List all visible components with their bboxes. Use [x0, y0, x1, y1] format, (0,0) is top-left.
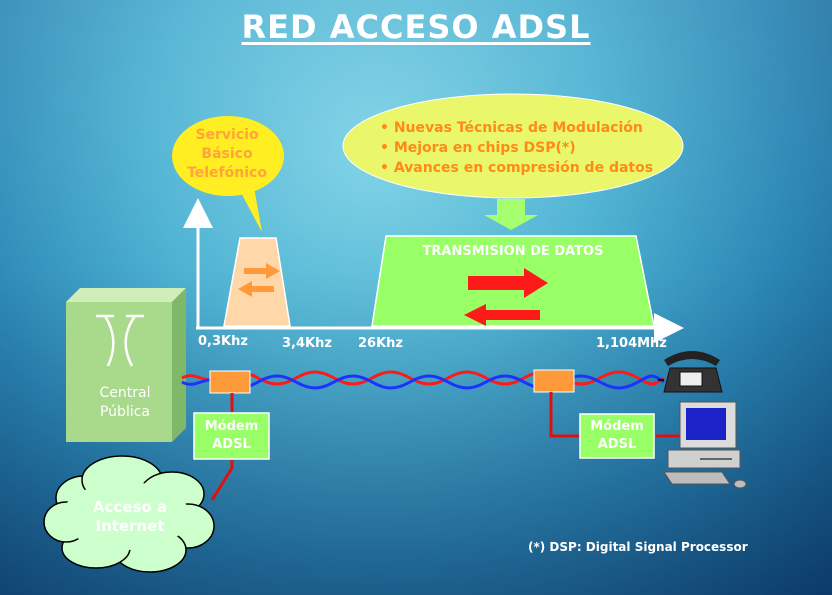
down-arrow-icon	[484, 199, 538, 230]
central-line-2: Pública	[99, 404, 150, 420]
modem-right-label: Módem ADSL	[580, 418, 654, 454]
improvement-item: • Mejora en chips DSP(*)	[380, 140, 576, 156]
twisted-pair-line	[181, 370, 665, 390]
data-band	[371, 235, 655, 327]
internet-cloud	[43, 455, 215, 573]
cloud-line-1: Acceso a	[92, 498, 168, 516]
data-band-label: TRANSMISION DE DATOS	[422, 244, 604, 259]
footnote: (*) DSP: Digital Signal Processor	[528, 540, 748, 554]
voice-service-label: Servicio Básico Telefónico	[178, 126, 276, 183]
computer-icon	[663, 401, 747, 489]
tick-0-3khz: 0,3Khz	[198, 334, 248, 349]
telephone-icon	[658, 351, 723, 393]
voice-line-3: Telefónico	[187, 165, 267, 181]
central-office-label: Central Pública	[70, 384, 180, 422]
voice-line-2: Básico	[201, 146, 253, 162]
tick-3-4khz: 3,4Khz	[282, 336, 332, 351]
modem-left-label: Módem ADSL	[194, 418, 269, 454]
cloud-line-2: Internet	[95, 517, 165, 535]
central-office	[66, 288, 186, 442]
splitter-right	[533, 369, 575, 393]
modem-right-line-2: ADSL	[597, 437, 637, 452]
page-title: RED ACCESO ADSL	[241, 8, 591, 46]
improvements-bubble	[342, 93, 684, 199]
tick-26khz: 26Khz	[358, 336, 403, 351]
link-internet	[210, 458, 234, 501]
internet-cloud-label: Acceso a Internet	[70, 498, 190, 536]
modem-left-line-1: Módem	[204, 419, 259, 434]
voice-line-1: Servicio	[195, 127, 259, 143]
improvements-list: • Nuevas Técnicas de Modulación • Mejora…	[380, 118, 670, 178]
tick-1104mhz: 1,104Mhz	[596, 336, 667, 351]
voice-service-bubble	[172, 116, 284, 232]
improvement-item: • Nuevas Técnicas de Modulación	[380, 120, 643, 136]
improvement-item: • Avances en compresión de datos	[380, 160, 654, 176]
link-right	[549, 392, 580, 438]
voice-band	[223, 237, 291, 327]
modem-right	[579, 413, 655, 459]
central-line-1: Central	[99, 385, 151, 401]
modem-right-line-1: Módem	[590, 419, 644, 434]
splitter-left	[209, 370, 251, 394]
modem-left	[193, 412, 270, 460]
modem-left-line-2: ADSL	[212, 437, 251, 452]
